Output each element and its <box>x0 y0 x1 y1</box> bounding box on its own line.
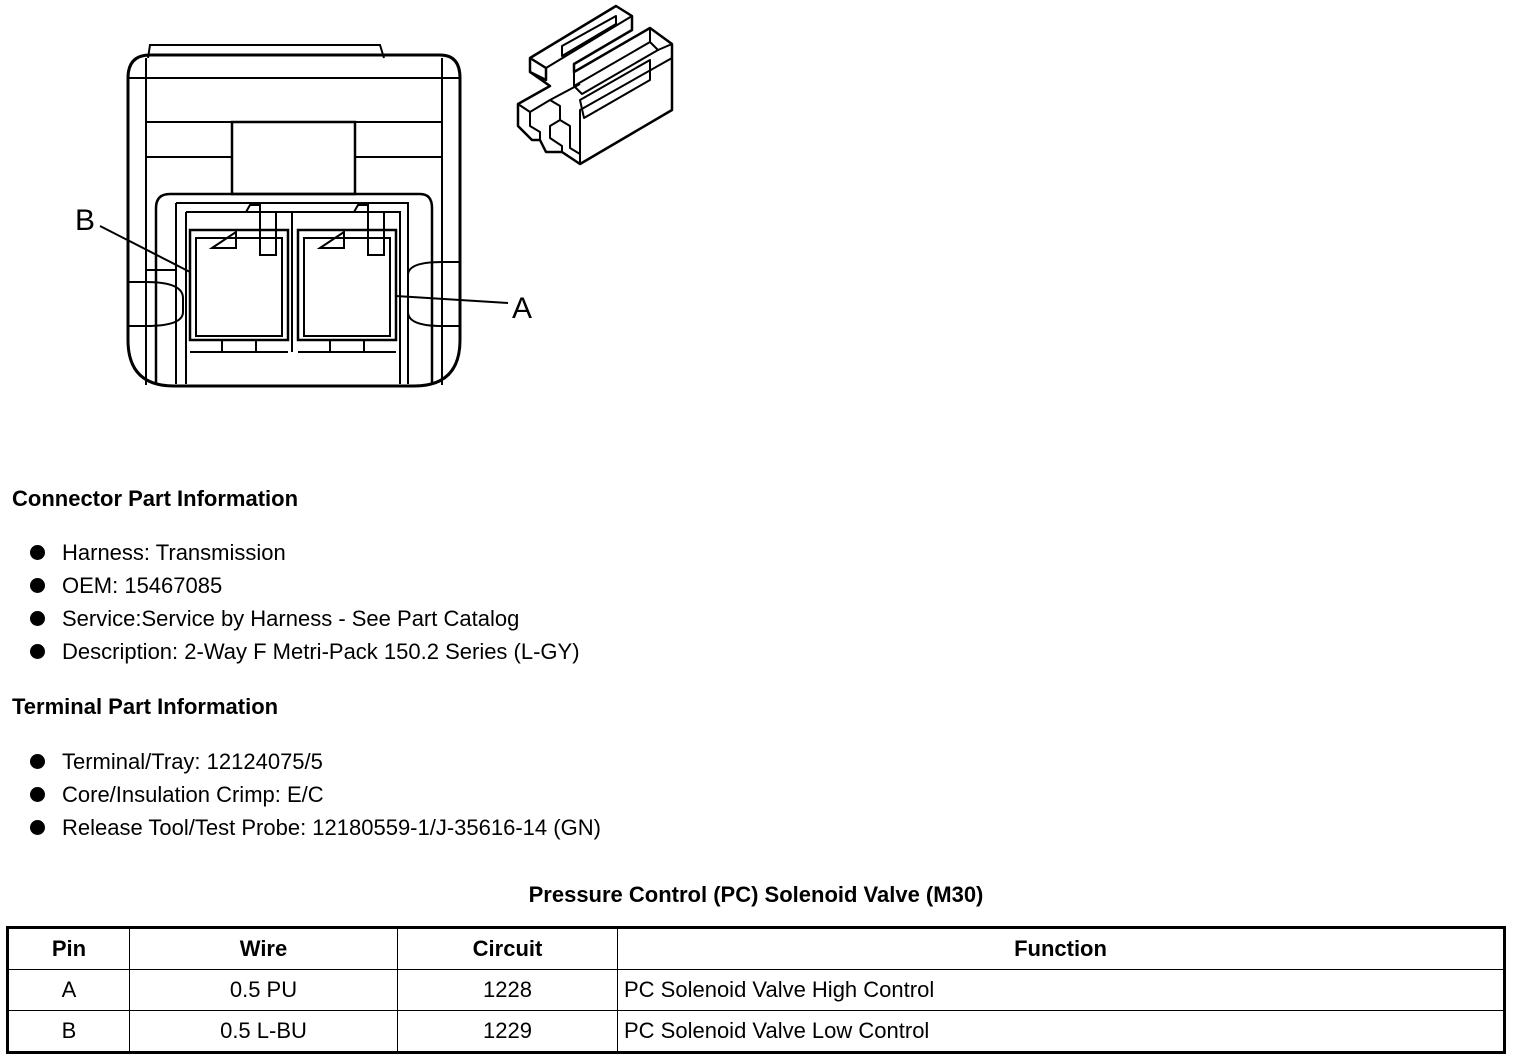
header-wire: Wire <box>129 927 398 970</box>
list-item: Core/Insulation Crimp: E/C <box>28 778 601 811</box>
table-header-row: Pin Wire Circuit Function <box>7 927 1505 970</box>
list-item: Description: 2-Way F Metri-Pack 150.2 Se… <box>28 635 580 668</box>
pinout-table: Pin Wire Circuit Function A 0.5 PU 1228 … <box>6 926 1506 1054</box>
terminal-part-info-list: Terminal/Tray: 12124075/5 Core/Insulatio… <box>28 745 601 844</box>
bullet-icon <box>30 545 45 560</box>
list-item: Release Tool/Test Probe: 12180559-1/J-35… <box>28 811 601 844</box>
terminal-part-info-heading: Terminal Part Information <box>12 694 279 719</box>
cell-circuit: 1229 <box>397 1010 618 1053</box>
bullet-icon <box>30 578 45 593</box>
connector-isometric-drawing <box>516 4 674 166</box>
list-item: Service:Service by Harness - See Part Ca… <box>28 602 580 635</box>
header-pin: Pin <box>7 927 130 970</box>
cell-circuit: 1228 <box>397 969 618 1011</box>
bullet-icon <box>30 787 45 802</box>
cell-function: PC Solenoid Valve Low Control <box>617 1010 1505 1053</box>
bullet-icon <box>30 754 45 769</box>
bullet-icon <box>30 611 45 626</box>
bullet-icon <box>30 820 45 835</box>
pin-a-label: A <box>512 292 532 325</box>
bullet-icon <box>30 644 45 659</box>
list-item: OEM: 15467085 <box>28 569 580 602</box>
list-item: Terminal/Tray: 12124075/5 <box>28 745 601 778</box>
pin-b-leader <box>99 225 191 273</box>
pin-b-label: B <box>75 204 95 237</box>
header-circuit: Circuit <box>397 927 618 970</box>
table-row: A 0.5 PU 1228 PC Solenoid Valve High Con… <box>7 969 1505 1011</box>
connector-face-drawing <box>126 44 462 388</box>
cell-pin: B <box>7 1010 130 1053</box>
cell-function: PC Solenoid Valve High Control <box>617 969 1505 1011</box>
list-item: Harness: Transmission <box>28 536 580 569</box>
header-function: Function <box>617 927 1505 970</box>
table-title: Pressure Control (PC) Solenoid Valve (M3… <box>528 882 984 907</box>
table-row: B 0.5 L-BU 1229 PC Solenoid Valve Low Co… <box>7 1010 1505 1053</box>
cell-wire: 0.5 L-BU <box>129 1010 398 1053</box>
connector-diagram: B A <box>75 4 674 388</box>
cell-pin: A <box>7 969 130 1011</box>
connector-part-info-list: Harness: Transmission OEM: 15467085 Serv… <box>28 536 580 668</box>
connector-part-info-heading: Connector Part Information <box>12 486 299 511</box>
pin-a-leader <box>395 295 509 304</box>
cell-wire: 0.5 PU <box>129 969 398 1011</box>
